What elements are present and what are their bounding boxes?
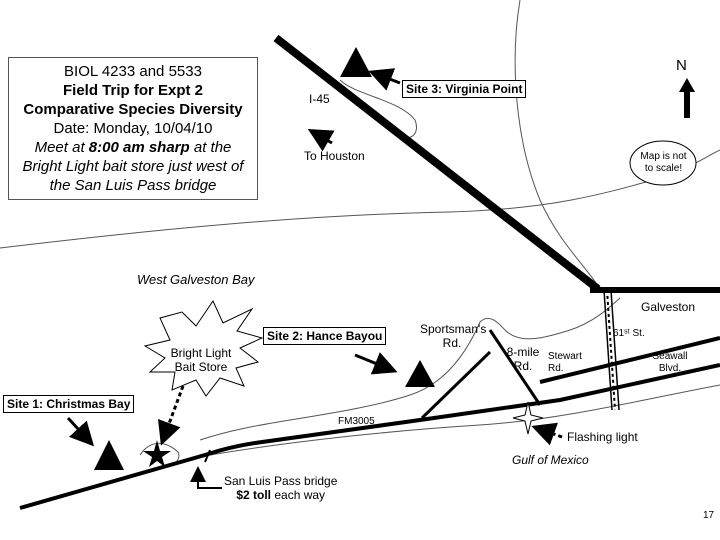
subject-title: Comparative Species Diversity	[23, 101, 243, 118]
site3-marker	[340, 47, 372, 77]
meet-line: Meet at 8:00 am sharp at the	[34, 139, 232, 156]
galveston-shoreline	[514, 0, 601, 291]
bait-store-burst	[143, 299, 264, 397]
flashing-light-icon	[512, 401, 544, 435]
flashing-light-label: Flashing light	[567, 430, 638, 444]
trip-info-box: BIOL 4233 and 5533 Field Trip for Expt 2…	[8, 57, 258, 200]
to-houston-label: To Houston	[304, 149, 365, 163]
site1-label: Site 1: Christmas Bay	[3, 395, 135, 413]
site3-label: Site 3: Virginia Point	[402, 80, 527, 98]
bait-store-star-icon	[143, 440, 171, 467]
houston-arrow	[307, 128, 335, 152]
sportsmans-road	[420, 350, 492, 420]
st61-road-c	[606, 289, 616, 411]
island-bay-shoreline	[199, 297, 621, 441]
course-title: BIOL 4233 and 5533	[64, 63, 202, 80]
north-arrow-head	[679, 78, 695, 92]
site2-label: Site 2: Hance Bayou	[263, 327, 387, 345]
site1-marker	[94, 440, 124, 470]
site2-marker	[405, 360, 435, 387]
gulf-shoreline	[209, 384, 720, 456]
st61-label: 61ˢᵗ St.	[613, 328, 645, 339]
virginia-point-shoreline	[339, 79, 417, 139]
trip-date: Date: Monday, 10/04/10	[53, 120, 213, 137]
meet-time: 8:00 am sharp	[88, 139, 190, 156]
bait-store-arrow	[157, 385, 185, 446]
bridge-label: San Luis Pass bridge $2 toll each way	[224, 474, 338, 502]
site1-arrow	[66, 416, 95, 447]
page-number: 17	[703, 510, 715, 521]
scale-note-ellipse	[629, 140, 697, 186]
i45-label: I-45	[309, 92, 330, 106]
site2-arrow	[354, 352, 398, 375]
meet-place: Bright Light bait store just west of	[22, 158, 244, 175]
fm3005-label: FM3005	[338, 416, 375, 427]
st61-road-a	[603, 289, 613, 411]
flashing-light-arrow	[531, 422, 563, 446]
st61-road-b	[610, 289, 620, 411]
bridge-arrow	[190, 466, 222, 489]
gulf-of-mexico-label: Gulf of Mexico	[512, 453, 589, 467]
eight-mile-road	[488, 329, 542, 406]
stewart-road	[539, 336, 720, 384]
bridge-mark	[204, 449, 211, 463]
meet-place-2: the San Luis Pass bridge	[49, 177, 217, 194]
galveston-label: Galveston	[641, 300, 696, 314]
north-label: N	[676, 57, 687, 74]
trip-title: Field Trip for Expt 2	[62, 82, 204, 99]
i45-highway	[273, 34, 601, 293]
fm3005-road	[19, 363, 720, 510]
site3-arrow	[368, 68, 401, 91]
west-galveston-bay-label: West Galveston Bay	[137, 272, 255, 287]
